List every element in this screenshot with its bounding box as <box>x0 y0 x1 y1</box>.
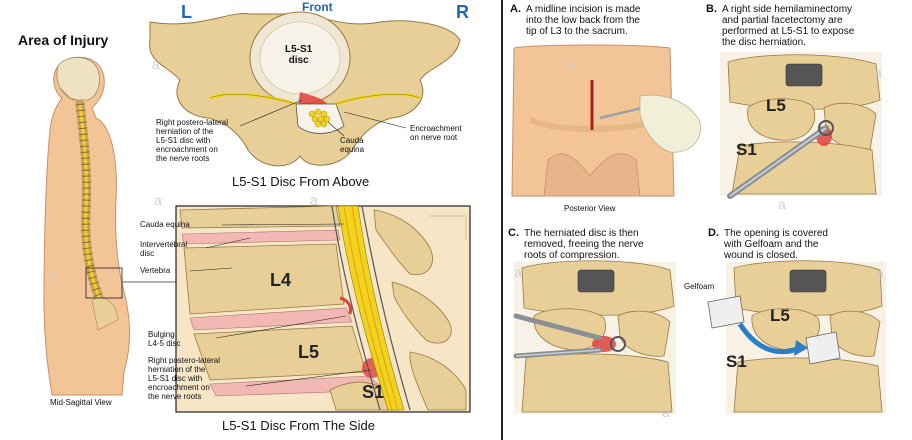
encroachment-label: Encroachment on nerve root <box>410 124 462 142</box>
disc-from-above <box>149 11 461 167</box>
watermark-10: a <box>876 266 884 282</box>
vertebra-l5-label: L5 <box>298 342 320 362</box>
step-a-back <box>511 44 702 197</box>
above-title: L5-S1 Disc From Above <box>232 174 370 189</box>
step-d-letter: D. <box>708 227 719 239</box>
vertebra-l4-label: L4 <box>270 270 292 290</box>
watermark-6: a <box>778 196 786 212</box>
vertebra-label: Vertebra <box>140 266 171 275</box>
watermark-7: a <box>874 64 882 80</box>
disc-label: L5-S1 disc <box>285 44 313 66</box>
right-letter: R <box>456 2 469 22</box>
watermark-4: a <box>48 266 56 282</box>
step-b-text: A right side hemilaminectomy and partial… <box>722 4 855 48</box>
watermark-9: a <box>662 404 670 420</box>
gelfoam-label: Gelfoam <box>684 282 715 291</box>
cauda-equina-top-label: Cauda equina <box>340 136 365 154</box>
step-b-s1-label: S1 <box>736 140 757 159</box>
step-b-l5-label: L5 <box>766 96 786 115</box>
watermark-8: a <box>514 264 522 280</box>
step-d-text: The opening is covered with Gelfoam and … <box>724 228 828 261</box>
step-d-vertebrae <box>707 260 886 414</box>
herniation-side-label: Right postero-lateral herniation of the … <box>148 356 221 401</box>
mid-sagittal-label: Mid-Sagittal View <box>50 398 112 407</box>
vertebra-s1-label: S1 <box>362 382 385 402</box>
herniation-label: Right postero-lateral herniation of the … <box>156 118 229 163</box>
watermark-2: a <box>310 192 318 208</box>
posterior-view-label: Posterior View <box>564 204 616 213</box>
step-c-letter: C. <box>508 227 519 239</box>
step-a-letter: A. <box>510 3 521 15</box>
bulging-disc-label: Bulging L4-5 disc <box>148 330 181 348</box>
human-figure <box>43 56 176 396</box>
disc-from-side <box>175 205 471 413</box>
watermark-1: a <box>152 56 160 72</box>
step-c-text: The herniated disc is then removed, free… <box>524 228 644 261</box>
step-a-text: A midline incision is made into the low … <box>526 4 641 37</box>
cauda-equina-side-label: Cauda equina <box>140 220 190 229</box>
step-b-letter: B. <box>706 3 717 15</box>
side-title: L5-S1 Disc From The Side <box>222 418 375 433</box>
step-d-l5-label: L5 <box>770 306 790 325</box>
front-label: Front <box>302 0 333 14</box>
panel-divider <box>501 0 503 440</box>
watermark-3: a <box>154 192 162 208</box>
intervertebral-disc-label: Intervertebral disc <box>140 240 188 258</box>
step-c-vertebrae <box>513 260 676 414</box>
watermark-5: a <box>566 56 574 72</box>
step-d-s1-label: S1 <box>726 352 747 371</box>
step-b-vertebrae <box>720 52 882 199</box>
area-of-injury-title: Area of Injury <box>18 32 109 48</box>
left-letter: L <box>181 2 192 22</box>
